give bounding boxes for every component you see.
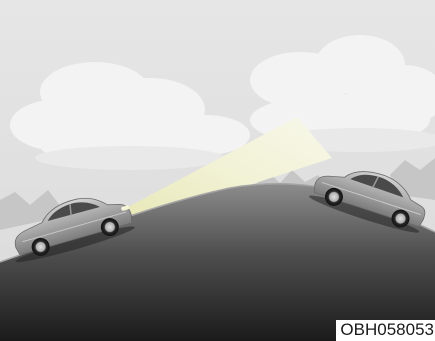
figure-caption: OBH058053	[336, 320, 435, 341]
